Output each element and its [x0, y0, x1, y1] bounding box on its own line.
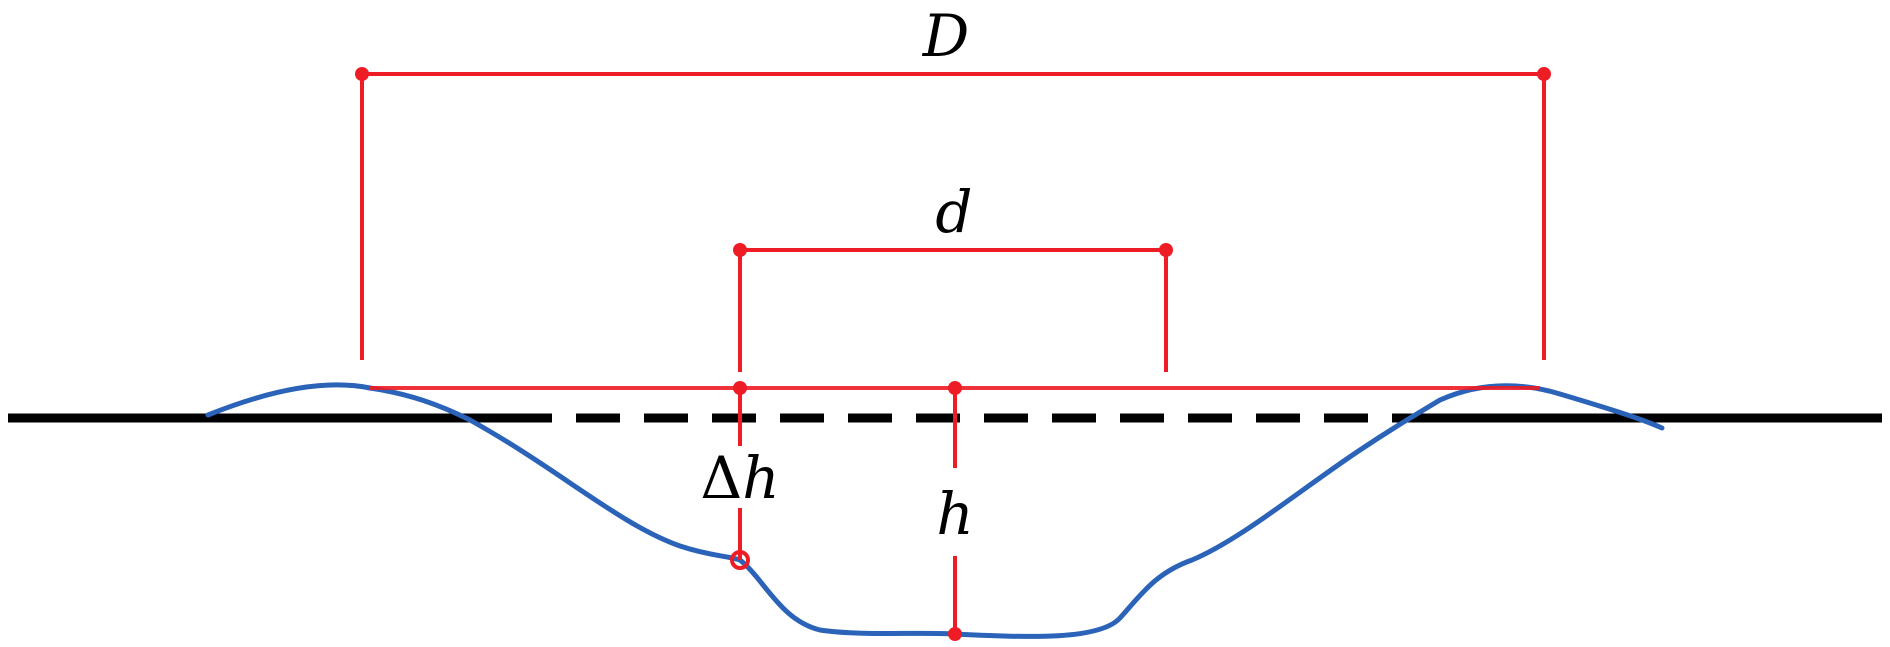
h-label: h: [936, 480, 973, 548]
h-top-endpoint: [948, 381, 962, 395]
crater-profile-curve: [205, 382, 1665, 640]
d-label: d: [935, 178, 972, 246]
delta-h-label: Δh: [700, 444, 779, 512]
delta-h-top-endpoint: [733, 381, 747, 395]
D-label: D: [922, 2, 970, 70]
h-bottom-endpoint: [948, 627, 962, 641]
delta-h-symbol: Δ: [700, 444, 742, 512]
delta-h-bottom-endpoint: [730, 550, 750, 570]
D-left-endpoint: [355, 67, 369, 81]
d-left-endpoint: [733, 243, 747, 257]
D-right-endpoint: [1537, 67, 1551, 81]
d-right-endpoint: [1159, 243, 1173, 257]
delta-h-variable: h: [742, 444, 779, 512]
